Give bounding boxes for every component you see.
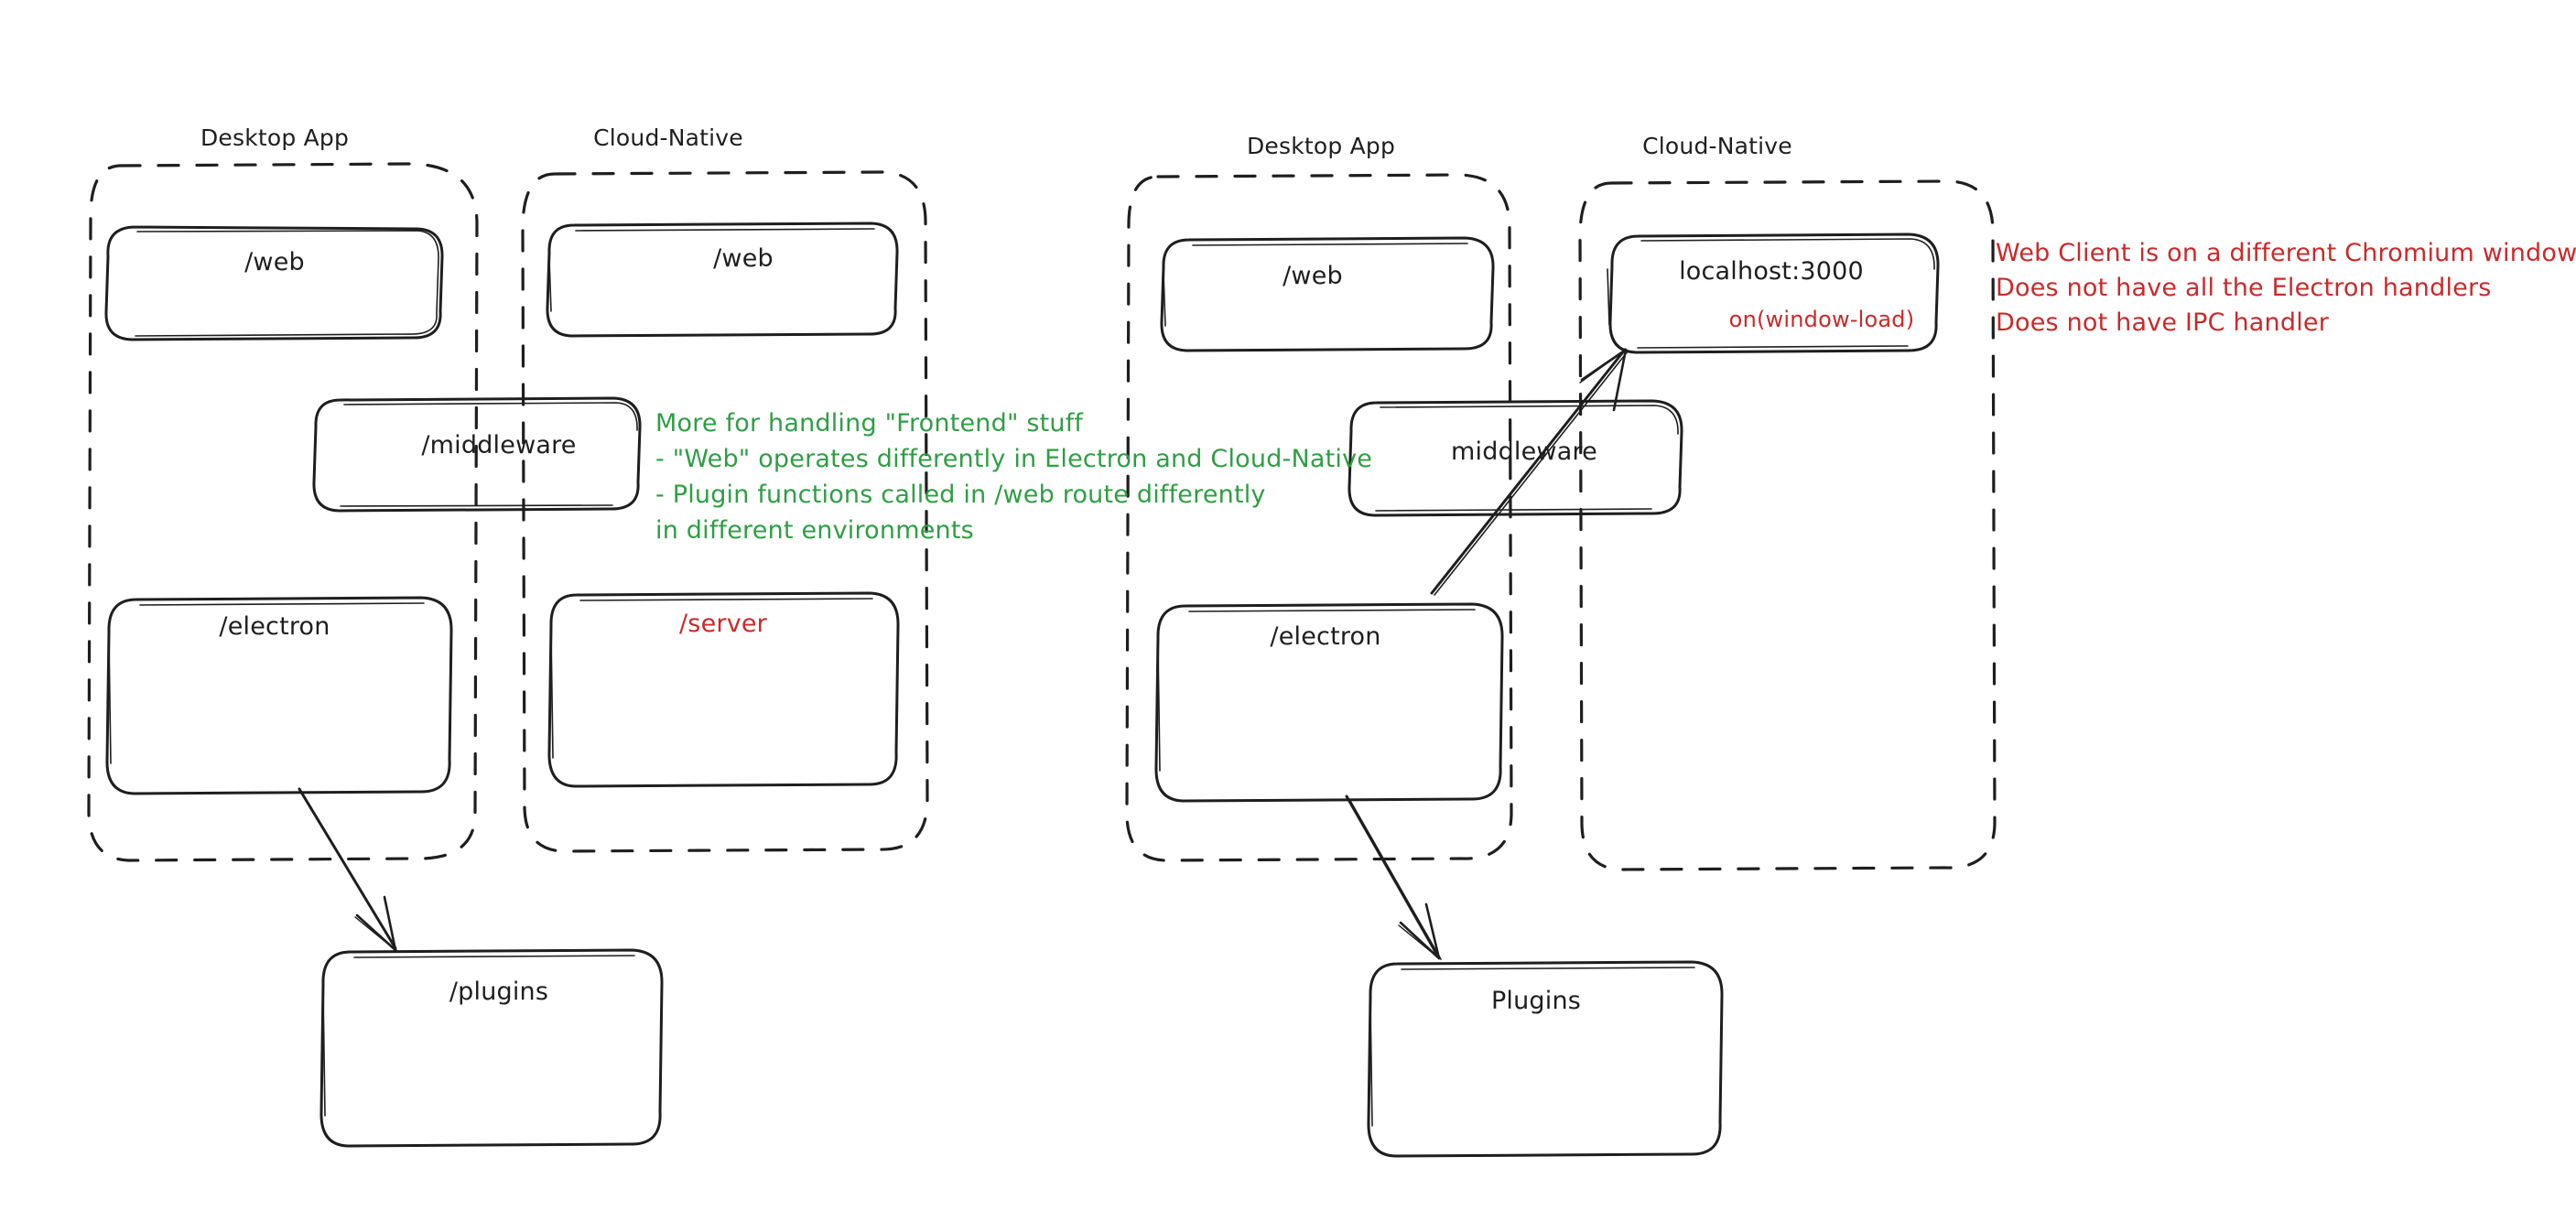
node-label-left-middleware: /middleware <box>421 431 577 459</box>
group-title-right-desktop-app: Desktop App <box>1246 133 1396 159</box>
annotation-red-line-1: Web Client is on a different Chromium wi… <box>1996 239 2576 267</box>
edge-right-electron-to-localhost <box>1430 348 1629 596</box>
group-title-right-cloud-native: Cloud-Native <box>1642 133 1792 159</box>
node-left-desktop-web <box>104 225 444 341</box>
node-label-right-electron: /electron <box>1270 622 1381 651</box>
annotation-green-line-3: - Plugin functions called in /web route … <box>655 481 1266 509</box>
node-label-right-middleware: middleware <box>1451 438 1597 466</box>
node-label-left-electron: /electron <box>219 612 330 641</box>
edge-right-electron-to-plugins <box>1345 794 1442 960</box>
annotation-green-line-4: in different environments <box>655 516 974 545</box>
node-label-left-cloud-web: /web <box>713 244 774 273</box>
node-right-desktop-web <box>1160 236 1495 352</box>
node-label-right-localhost: localhost:3000 <box>1679 257 1864 286</box>
annotation-red-line-3: Does not have IPC handler <box>1996 308 2330 337</box>
node-label-right-plugins: Plugins <box>1490 987 1582 1015</box>
node-left-cloud-web <box>546 222 899 338</box>
annotation-red-line-2: Does not have all the Electron handlers <box>1996 274 2492 302</box>
annotation-green-line-1: More for handling "Frontend" stuff <box>655 409 1084 438</box>
group-title-left-cloud-native: Cloud-Native <box>593 124 743 151</box>
node-sublabel-right-localhost: on(window-load) <box>1728 307 1915 332</box>
node-label-left-plugins: /plugins <box>449 978 549 1006</box>
annotation-green-line-2: - "Web" operates differently in Electron… <box>655 445 1373 473</box>
node-label-right-desktop-web: /web <box>1283 262 1343 290</box>
node-label-left-server: /server <box>679 610 767 638</box>
node-label-left-desktop-web: /web <box>244 248 305 276</box>
group-title-left-desktop-app: Desktop App <box>200 124 350 151</box>
edge-left-electron-to-plugins <box>298 787 398 953</box>
